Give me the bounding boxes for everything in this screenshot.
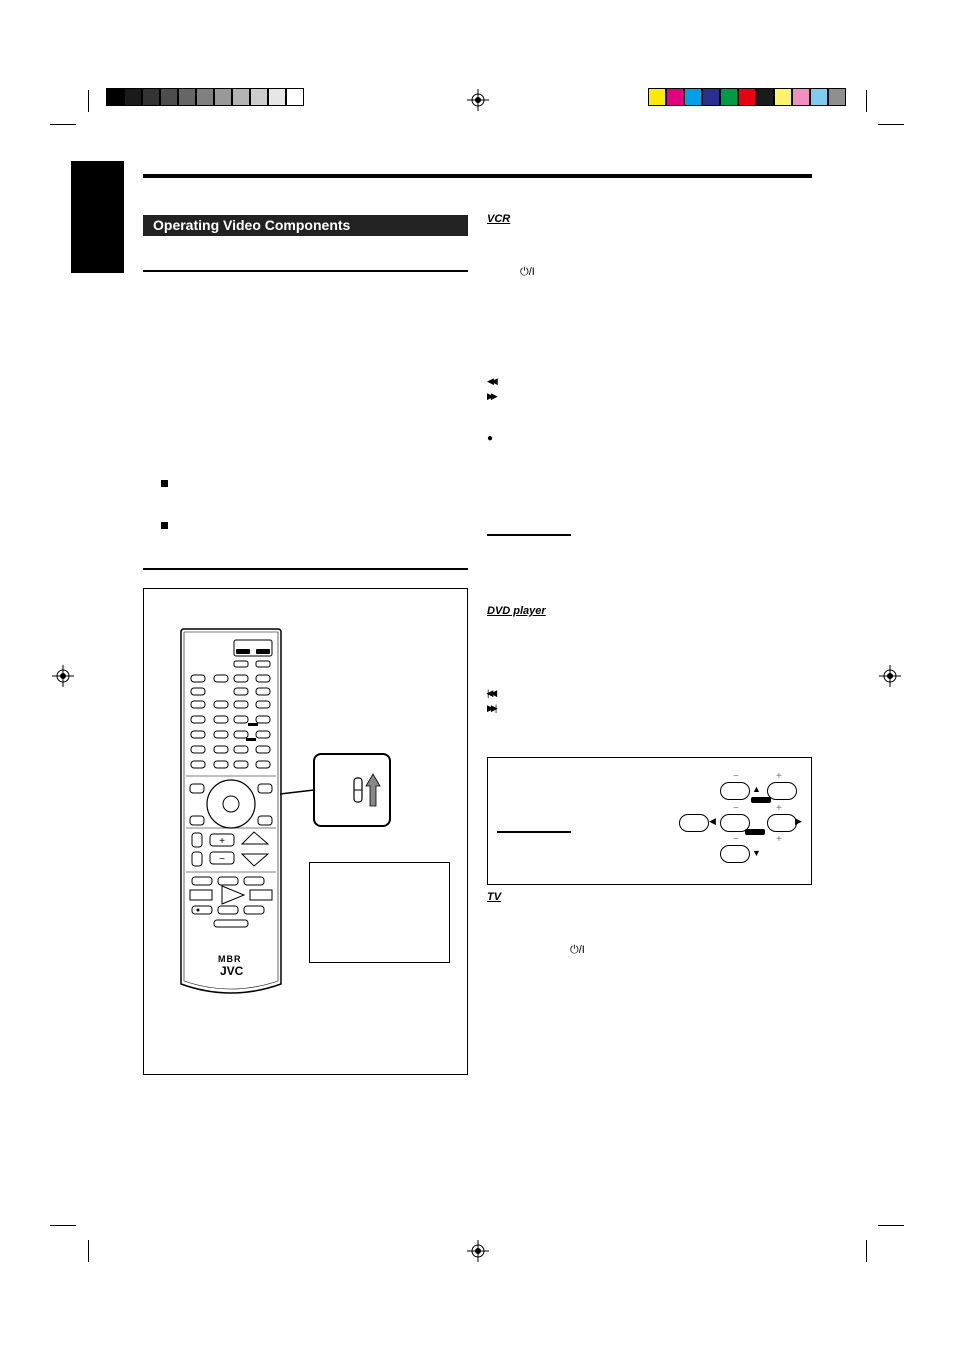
registration-target-icon bbox=[467, 89, 489, 111]
gray-swatch bbox=[232, 88, 250, 106]
color-swatch bbox=[756, 88, 774, 106]
right-button bbox=[767, 814, 797, 832]
next-icon: ▶▶| bbox=[487, 703, 497, 713]
dvd-heading: DVD player bbox=[487, 605, 546, 617]
previous-icon: |◀◀ bbox=[487, 688, 497, 698]
minus-mark: − bbox=[733, 771, 739, 782]
crop-mark bbox=[878, 1225, 904, 1226]
label-key bbox=[751, 797, 771, 803]
bullet-square bbox=[161, 480, 168, 487]
crop-mark bbox=[88, 1240, 89, 1262]
color-swatch bbox=[702, 88, 720, 106]
svg-text:−: − bbox=[219, 854, 225, 865]
left-rule bbox=[143, 568, 468, 570]
language-tab bbox=[71, 161, 124, 273]
crop-mark bbox=[878, 124, 904, 125]
remote-logo: MBR bbox=[218, 954, 242, 964]
gray-swatch bbox=[286, 88, 304, 106]
record-icon: ● bbox=[487, 433, 494, 444]
color-swatch bbox=[738, 88, 756, 106]
button-diagram-box bbox=[487, 757, 812, 885]
color-swatch bbox=[720, 88, 738, 106]
gray-swatch bbox=[268, 88, 286, 106]
registration-target-icon bbox=[879, 665, 901, 687]
color-swatch bbox=[684, 88, 702, 106]
section-title: Operating Video Components bbox=[143, 215, 468, 236]
color-swatch bbox=[648, 88, 666, 106]
bullet-square bbox=[161, 522, 168, 529]
svg-text:+: + bbox=[219, 836, 225, 847]
mode-switch-callout bbox=[279, 753, 391, 827]
rewind-icon: ◀◀ bbox=[487, 376, 498, 386]
power-symbol: ⏻/I bbox=[520, 266, 535, 278]
crop-mark bbox=[88, 90, 89, 112]
left-button bbox=[679, 814, 709, 832]
remote-control-illustration: + − bbox=[180, 628, 282, 994]
plus-mark: + bbox=[776, 803, 782, 814]
underline-rule bbox=[497, 831, 571, 833]
up-button bbox=[720, 782, 750, 800]
color-swatch bbox=[828, 88, 846, 106]
remote-illustration-box bbox=[143, 588, 468, 1075]
gray-swatch bbox=[124, 88, 142, 106]
top-rule bbox=[143, 174, 812, 178]
crop-mark bbox=[866, 1240, 867, 1262]
color-swatch bbox=[774, 88, 792, 106]
minus-mark: − bbox=[733, 834, 739, 845]
crop-mark bbox=[866, 90, 867, 112]
color-swatch bbox=[810, 88, 828, 106]
registration-target-icon bbox=[467, 1240, 489, 1262]
color-swatch bbox=[792, 88, 810, 106]
crop-mark bbox=[50, 124, 76, 125]
gray-swatch bbox=[214, 88, 232, 106]
minus-mark: − bbox=[733, 803, 739, 814]
arrow-up-icon: ▲ bbox=[752, 784, 761, 794]
plus-mark: + bbox=[776, 771, 782, 782]
center-button bbox=[720, 814, 750, 832]
gray-swatch bbox=[142, 88, 160, 106]
note-box bbox=[309, 862, 450, 963]
registration-target-icon bbox=[52, 665, 74, 687]
gray-swatch bbox=[106, 88, 124, 106]
down-button bbox=[720, 845, 750, 863]
gray-swatch bbox=[178, 88, 196, 106]
arrow-left-icon: ◀ bbox=[709, 816, 716, 826]
gray-swatch bbox=[160, 88, 178, 106]
color-swatch bbox=[666, 88, 684, 106]
plus-mark: + bbox=[776, 834, 782, 845]
underline-rule bbox=[487, 534, 571, 536]
remote-brand: JVC bbox=[220, 964, 244, 978]
crop-mark bbox=[50, 1225, 76, 1226]
label-key bbox=[745, 829, 765, 835]
power-symbol: ⏻/I bbox=[570, 944, 585, 956]
tv-heading: TV bbox=[487, 891, 502, 903]
arrow-down-icon: ▼ bbox=[752, 848, 761, 858]
gray-swatch bbox=[196, 88, 214, 106]
vcr-heading: VCR bbox=[487, 213, 511, 225]
left-rule bbox=[143, 270, 468, 272]
right-top-button bbox=[767, 782, 797, 800]
gray-swatch bbox=[250, 88, 268, 106]
fast-forward-icon: ▶▶ bbox=[487, 391, 498, 401]
arrow-right-icon: ▶ bbox=[795, 816, 802, 826]
